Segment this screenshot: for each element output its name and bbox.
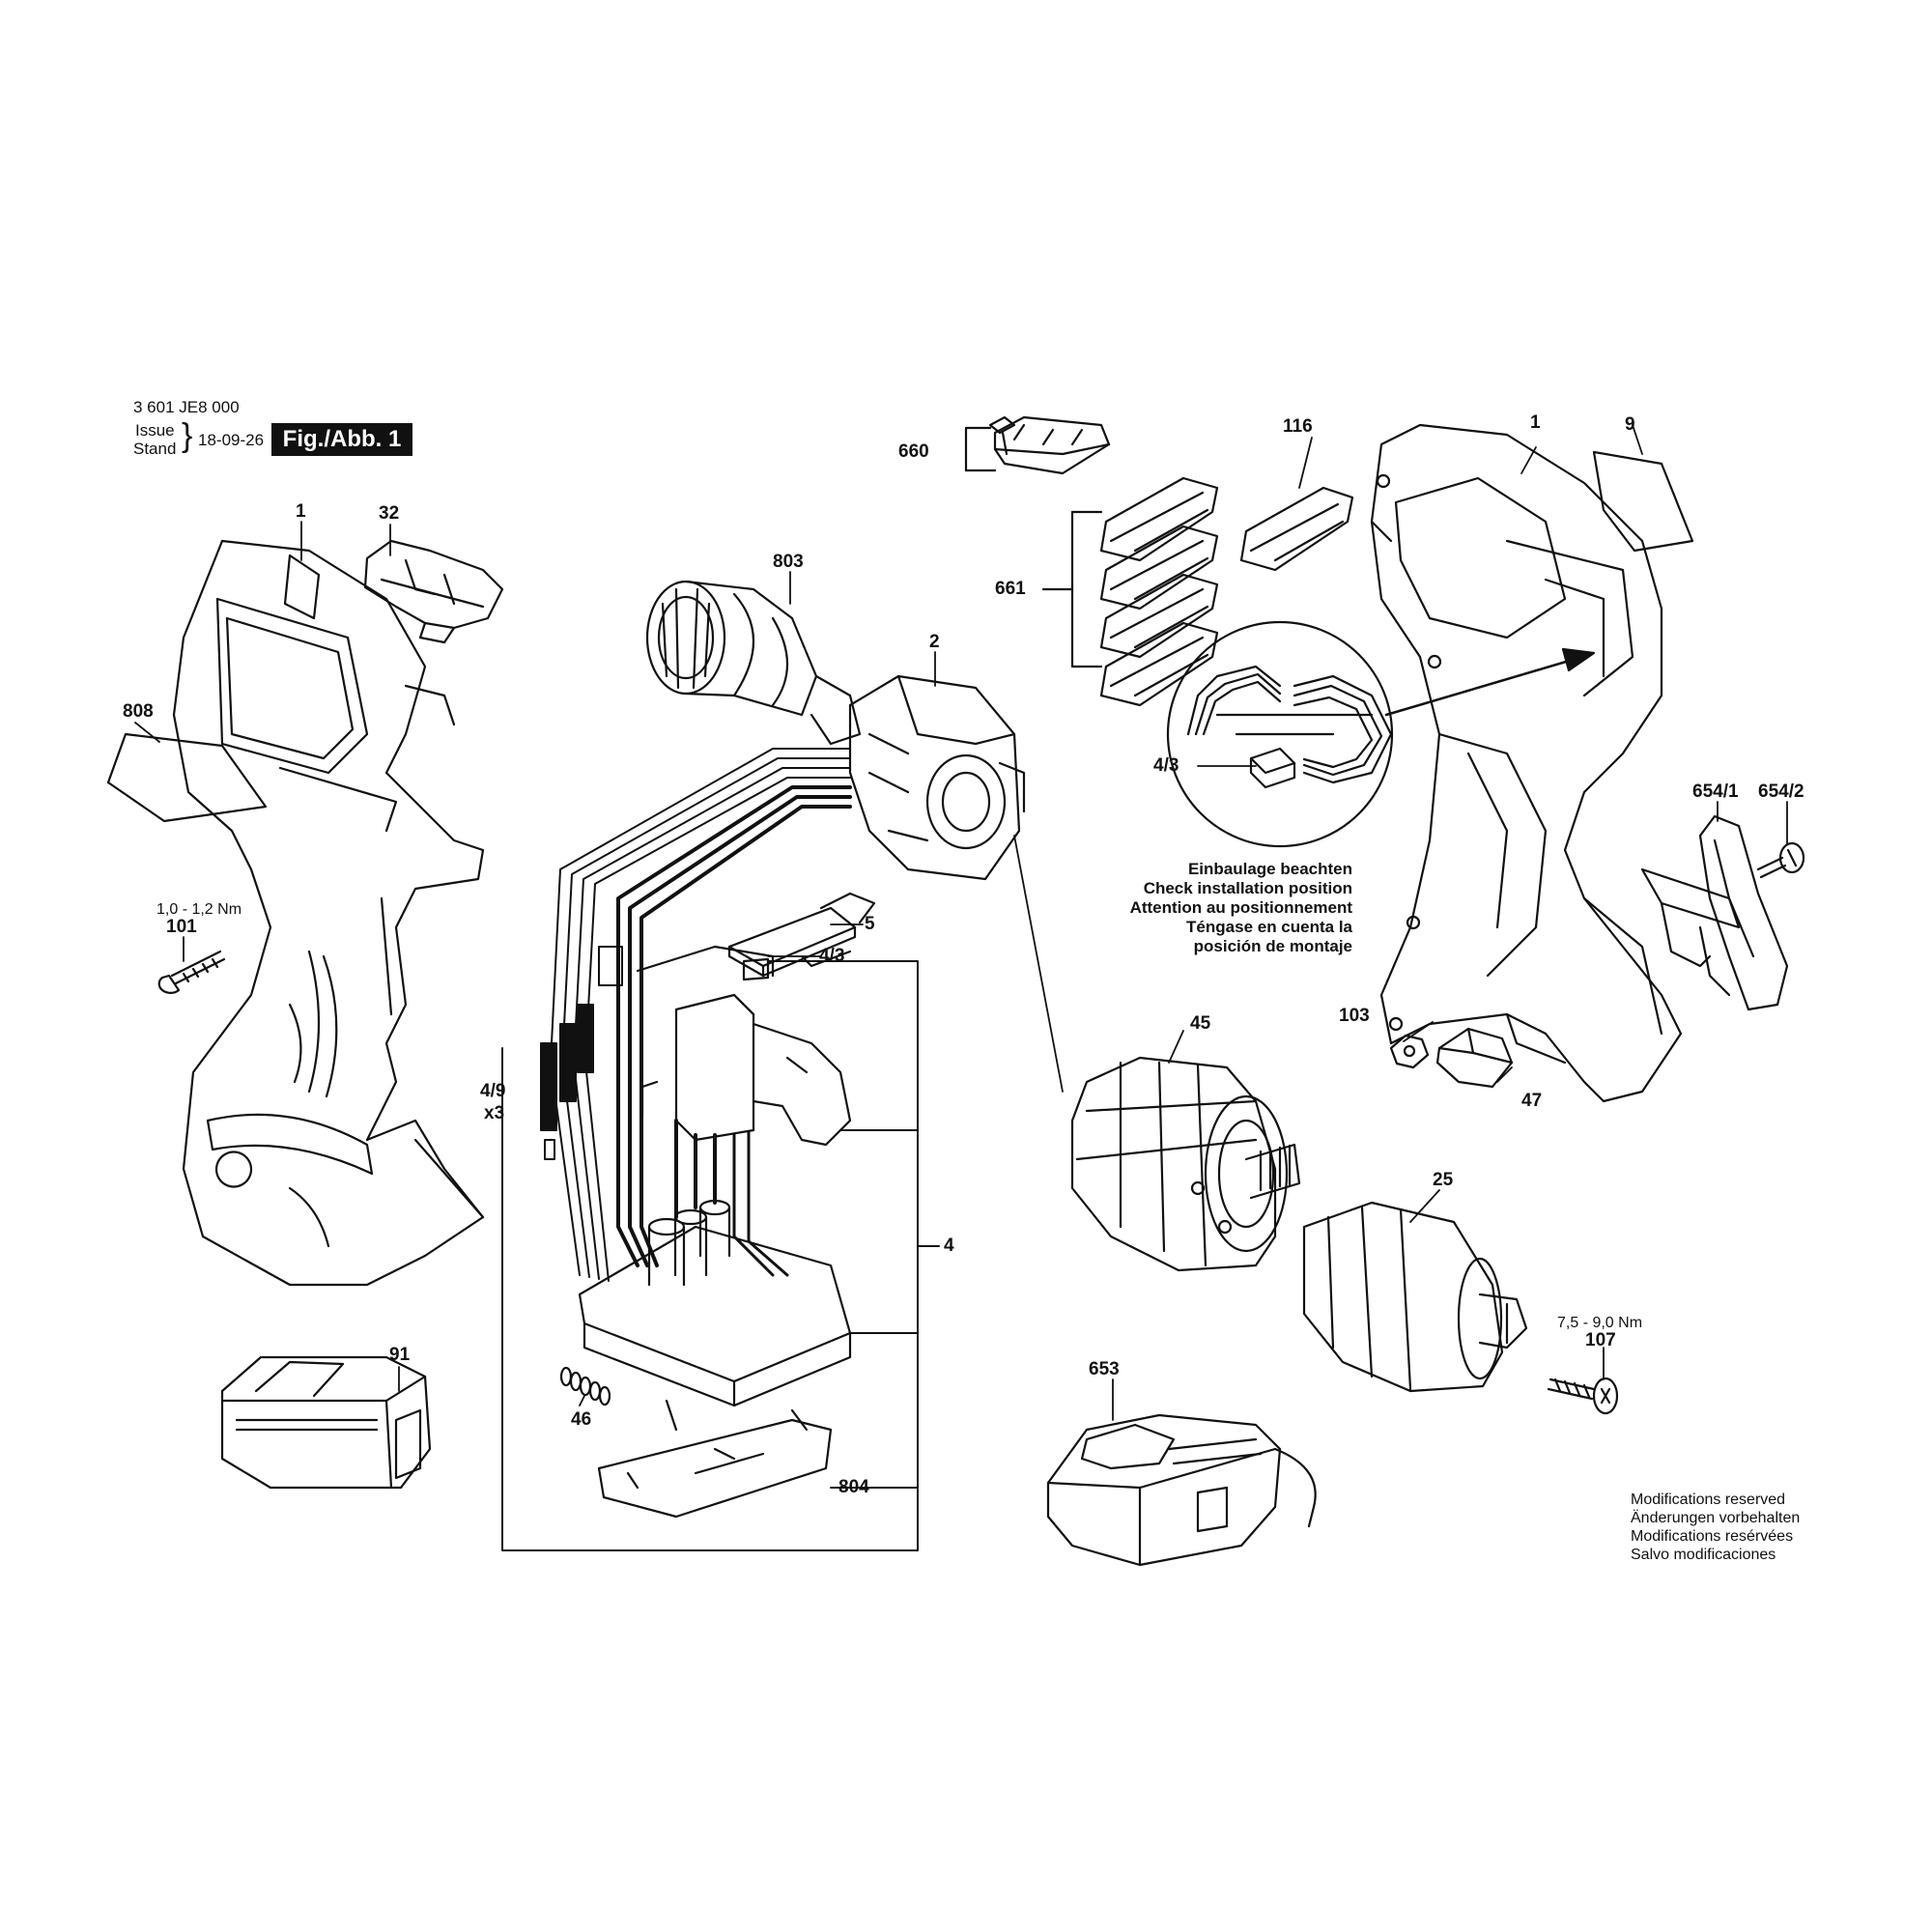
switch-slider bbox=[727, 892, 876, 978]
gearbox bbox=[1070, 1056, 1301, 1272]
clip-660 bbox=[964, 415, 1111, 475]
callout-804: 804 bbox=[838, 1477, 869, 1497]
nut bbox=[1389, 1034, 1430, 1069]
detail-arrow bbox=[1384, 655, 1584, 717]
callout-101: 101 bbox=[166, 917, 197, 937]
chuck-screw bbox=[1547, 1377, 1619, 1415]
modifications-note: Modifications reserved Änderungen vorbeh… bbox=[1631, 1491, 1800, 1564]
motor-stator bbox=[848, 674, 1026, 881]
callout-654-1: 654/1 bbox=[1692, 781, 1739, 802]
callout-9: 9 bbox=[1625, 414, 1635, 435]
callout-4: 4 bbox=[944, 1236, 954, 1256]
callout-91: 91 bbox=[389, 1345, 411, 1365]
callout-808: 808 bbox=[123, 701, 154, 722]
installation-note-line: posición de montaje bbox=[1193, 937, 1352, 955]
callout-661: 661 bbox=[995, 579, 1026, 599]
battery-contact-plate bbox=[597, 1399, 833, 1519]
callout-116: 116 bbox=[1283, 416, 1313, 437]
label-9 bbox=[1592, 450, 1694, 553]
modifications-note-line: Modifications resérvées bbox=[1631, 1528, 1794, 1545]
cover-116 bbox=[1239, 486, 1354, 572]
callout-654-2: 654/2 bbox=[1758, 781, 1804, 802]
battery-charger bbox=[1046, 1413, 1317, 1567]
switch-covers-661 bbox=[1041, 476, 1219, 707]
stand-label: Stand bbox=[133, 440, 177, 458]
belt-clip-screw bbox=[1756, 841, 1805, 879]
callout-653: 653 bbox=[1089, 1359, 1120, 1379]
installation-detail bbox=[1166, 620, 1394, 848]
issue-label: Issue bbox=[135, 421, 175, 440]
modifications-note-line: Änderungen vorbehalten bbox=[1631, 1510, 1801, 1526]
belt-clip bbox=[1640, 814, 1789, 1011]
torque-101: 1,0 - 1,2 Nm bbox=[156, 901, 242, 918]
drill-chuck bbox=[1302, 1201, 1528, 1393]
figure-badge: Fig./Abb. 1 bbox=[271, 423, 412, 456]
leader-lines bbox=[134, 424, 1788, 1421]
callout-803: 803 bbox=[773, 552, 804, 572]
housing-half-left bbox=[172, 539, 485, 1287]
callout-qty-x3: x3 bbox=[484, 1103, 505, 1123]
callout-housing-left: 1 bbox=[296, 501, 306, 522]
installation-note-line: Check installation position bbox=[1143, 879, 1352, 897]
assembly-brackets bbox=[501, 960, 940, 1551]
brace-icon: } bbox=[182, 417, 193, 454]
callout-4-3-lower: 4/3 bbox=[819, 946, 845, 966]
callout-2: 2 bbox=[929, 632, 940, 652]
callout-47: 47 bbox=[1521, 1091, 1543, 1111]
callout-4-3-detail: 4/3 bbox=[1153, 755, 1179, 776]
part-number: 3 601 JE8 000 bbox=[133, 398, 240, 416]
callout-107: 107 bbox=[1585, 1330, 1616, 1350]
callout-32: 32 bbox=[379, 503, 400, 524]
callout-25: 25 bbox=[1433, 1170, 1454, 1190]
modifications-note-line: Modifications reserved bbox=[1631, 1492, 1786, 1508]
battery-pack bbox=[220, 1355, 432, 1490]
motor-armature bbox=[645, 580, 862, 746]
callout-housing-right: 1 bbox=[1530, 412, 1541, 433]
selector-knob bbox=[1435, 1027, 1514, 1089]
installation-note-line: Einbaulage beachten bbox=[1187, 860, 1352, 878]
detail-arrowhead bbox=[1561, 647, 1596, 672]
installation-note: Einbaulage beachten Check installation p… bbox=[1116, 860, 1352, 956]
issue-date: 18-09-26 bbox=[198, 431, 265, 449]
callout-5: 5 bbox=[865, 914, 875, 934]
installation-note-line: Attention au positionnement bbox=[1129, 898, 1352, 917]
modifications-note-line: Salvo modificaciones bbox=[1631, 1547, 1776, 1563]
callout-45: 45 bbox=[1190, 1013, 1211, 1034]
callout-4-9: 4/9 bbox=[480, 1081, 506, 1101]
callout-103: 103 bbox=[1339, 1006, 1370, 1026]
label-808 bbox=[106, 732, 268, 823]
spring bbox=[559, 1366, 611, 1406]
screw-101 bbox=[157, 950, 226, 994]
wiring-harness bbox=[540, 748, 852, 1282]
battery-latch bbox=[363, 539, 504, 644]
installation-note-line: Téngase en cuenta la bbox=[1186, 918, 1352, 936]
torque-107: 7,5 - 9,0 Nm bbox=[1557, 1315, 1643, 1331]
housing-half-right bbox=[1370, 423, 1683, 1103]
callout-46: 46 bbox=[571, 1409, 592, 1430]
callout-660: 660 bbox=[898, 441, 929, 462]
